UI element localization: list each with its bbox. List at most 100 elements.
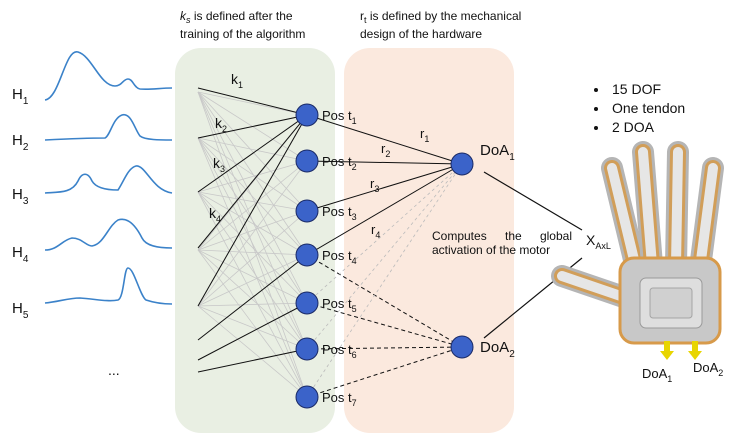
weak-connection (197, 91, 308, 116)
pos-node-4 (295, 243, 319, 267)
k-connection-extra (197, 254, 308, 341)
bullet-dot (594, 88, 598, 92)
rt-annotation: rt is defined by the mechanical design o… (360, 9, 521, 41)
hand-doa2-label: DoA2 (693, 360, 723, 378)
input-label-h2: H2 (12, 132, 29, 153)
pos-label-6: Pos t6 (322, 342, 357, 360)
computes-annotation: Computes the global activation of the mo… (432, 229, 572, 257)
r-connection-2 (306, 160, 463, 165)
weak-connection (197, 191, 308, 256)
hardware-panel (344, 48, 514, 433)
doa1-arrow (660, 341, 674, 360)
k-connection-1 (197, 87, 308, 116)
hand-spec-1: 15 DOF (612, 81, 661, 97)
input-signal-3 (44, 165, 173, 194)
doa-node-2 (450, 335, 474, 359)
input-signal-5 (44, 267, 173, 305)
weak-connection (197, 160, 308, 307)
input-label-h3: H3 (12, 186, 29, 207)
weak-connection (197, 160, 308, 193)
palm-inner-plate (649, 287, 693, 319)
weak-connection (197, 91, 308, 304)
middle-finger-core (671, 147, 683, 270)
k-label-4: k4 (209, 205, 221, 224)
input-signal-1 (44, 51, 173, 101)
doa-node-1 (450, 152, 474, 176)
pinky-finger (601, 157, 647, 279)
faint-connection (306, 163, 463, 304)
input-label-h4: H4 (12, 244, 29, 265)
doa1-arrow-head (660, 351, 674, 360)
hand-spec-3: 2 DOA (612, 119, 655, 135)
weak-connection (197, 191, 308, 212)
pos-node-2 (295, 149, 319, 173)
k-label-3: k3 (213, 155, 225, 174)
ks-annotation: ks is defined after the training of the … (180, 9, 305, 41)
rt-annotation-line2: design of the hardware (360, 27, 483, 41)
dashed-connection (306, 346, 463, 398)
hand-spec-2: One tendon (612, 100, 685, 116)
dashed-connection (306, 346, 463, 350)
weak-connection (197, 249, 308, 256)
pos-node-5 (295, 291, 319, 315)
weak-connection (197, 137, 308, 212)
r-label-4: r4 (371, 222, 380, 240)
weak-connection (197, 249, 308, 350)
input-label-h1: H1 (12, 86, 29, 107)
doa2-label: DoA2 (480, 339, 515, 360)
ring-finger (632, 141, 663, 276)
weak-connection (197, 137, 308, 256)
k-connection-2 (197, 114, 308, 139)
algorithm-panel (175, 48, 335, 433)
dashed-connection (306, 254, 463, 348)
pos-node-1 (295, 103, 319, 127)
r-label-3: r3 (370, 176, 379, 194)
pos-label-2: Pos t2 (322, 154, 357, 172)
faint-connection (306, 163, 463, 398)
r-connection-3 (306, 163, 463, 212)
r-label-2: r2 (381, 141, 390, 159)
dashed-connection (306, 302, 463, 348)
k-label-1: k1 (231, 71, 243, 90)
inputs-ellipsis: ... (108, 362, 120, 378)
ks-symbol: ks (180, 9, 191, 25)
weak-connection (197, 210, 308, 307)
weak-connection (197, 91, 308, 212)
weak-connection (197, 254, 308, 307)
k-connection-5 (197, 114, 308, 307)
k-connection-extra (197, 348, 308, 373)
pos-label-5: Pos t5 (322, 296, 357, 314)
doa2-arrow-shaft (692, 341, 698, 351)
rt-annotation-line1: is defined by the mechanical (369, 9, 522, 23)
doa1-label: DoA1 (480, 142, 515, 163)
hand-doa1-label: DoA1 (642, 366, 672, 384)
weak-connection (197, 249, 308, 304)
pos-node-6 (295, 337, 319, 361)
weak-connection (197, 210, 308, 251)
pos-label-1: Pos t1 (322, 108, 357, 126)
r-connection-1 (306, 114, 463, 165)
computes-line2: activation of the motor (432, 243, 551, 257)
k-connection-extra (197, 302, 308, 361)
weak-connection (197, 137, 308, 162)
input-label-h5: H5 (12, 300, 29, 321)
doa2-arrow-head (688, 351, 702, 360)
weak-connection (197, 91, 308, 398)
doa1-to-motor-line (483, 171, 583, 231)
pos-label-4: Pos t4 (322, 248, 357, 266)
doa2-arrow (688, 341, 702, 360)
index-finger-core (695, 163, 718, 273)
bullet-dot (594, 126, 598, 130)
weak-connection (197, 191, 308, 304)
r-label-1: r1 (420, 126, 429, 144)
pos-label-7: Pos t7 (322, 390, 357, 408)
ks-annotation-line2: training of the algorithm (180, 27, 306, 41)
middle-finger (665, 141, 689, 276)
pinky-finger-core (607, 163, 641, 273)
r-connection-4 (306, 163, 463, 256)
weak-connection (197, 137, 308, 350)
pos-node-3 (295, 199, 319, 223)
pos-label-3: Pos t3 (322, 204, 357, 222)
input-signal-2 (44, 113, 173, 141)
